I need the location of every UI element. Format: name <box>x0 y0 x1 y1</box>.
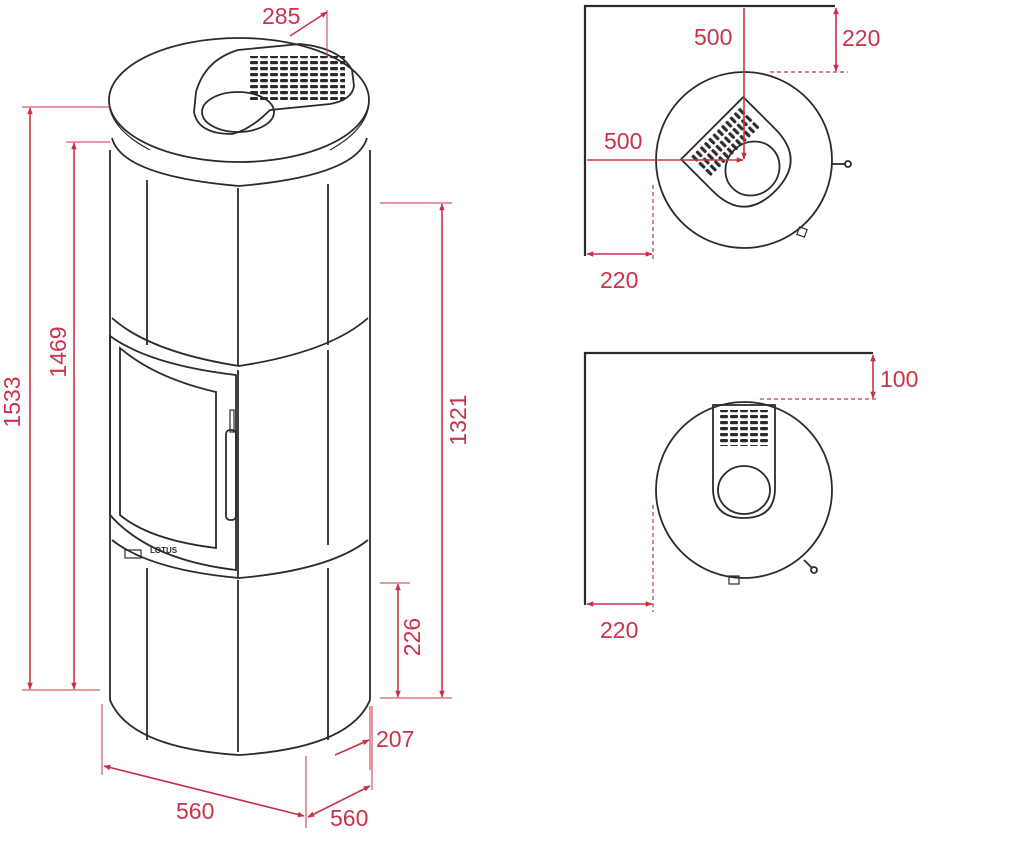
front-dimensions: 285 1533 1469 1321 226 207 560 560 <box>0 3 471 831</box>
dim-total-height: 1533 <box>0 376 25 427</box>
wall-plan-dimensions: 100 220 <box>586 354 918 643</box>
firebox-door <box>109 334 237 572</box>
door-handle <box>225 429 237 521</box>
dim-depth: 560 <box>330 805 368 831</box>
stove-body-outline <box>109 150 371 756</box>
top-grill-plate <box>193 43 355 135</box>
dim-clearance-back: 100 <box>880 366 918 392</box>
dim-top-outlet-offset: 285 <box>262 3 300 29</box>
dim-air-inlet-offset: 207 <box>376 726 414 752</box>
dim-clearance-side: 220 <box>600 617 638 643</box>
back-wall <box>583 351 873 605</box>
top-grill-slots <box>250 56 345 100</box>
dim-wall-to-center-top: 500 <box>694 24 732 50</box>
dim-rear-outlet-height: 1321 <box>445 394 471 445</box>
brand-mark: LOTUS <box>150 546 178 555</box>
stove-plan-circle-2 <box>655 401 833 579</box>
dim-width: 560 <box>176 798 214 824</box>
stove-top-lid <box>108 37 370 163</box>
dim-air-inlet-height: 226 <box>399 618 425 656</box>
flue-outlet-ring <box>201 91 275 133</box>
door-window <box>119 346 217 550</box>
dim-outlet-height: 1469 <box>45 326 71 377</box>
corner-plan-dimensions: 500 220 500 220 <box>586 7 880 293</box>
dim-wall-to-center-left: 500 <box>604 128 642 154</box>
corner-walls <box>583 4 835 256</box>
stove-front-view: LOTUS <box>108 37 371 756</box>
dim-clearance-top: 220 <box>842 25 880 51</box>
dim-clearance-left: 220 <box>600 267 638 293</box>
wall-plan-view <box>583 351 873 605</box>
